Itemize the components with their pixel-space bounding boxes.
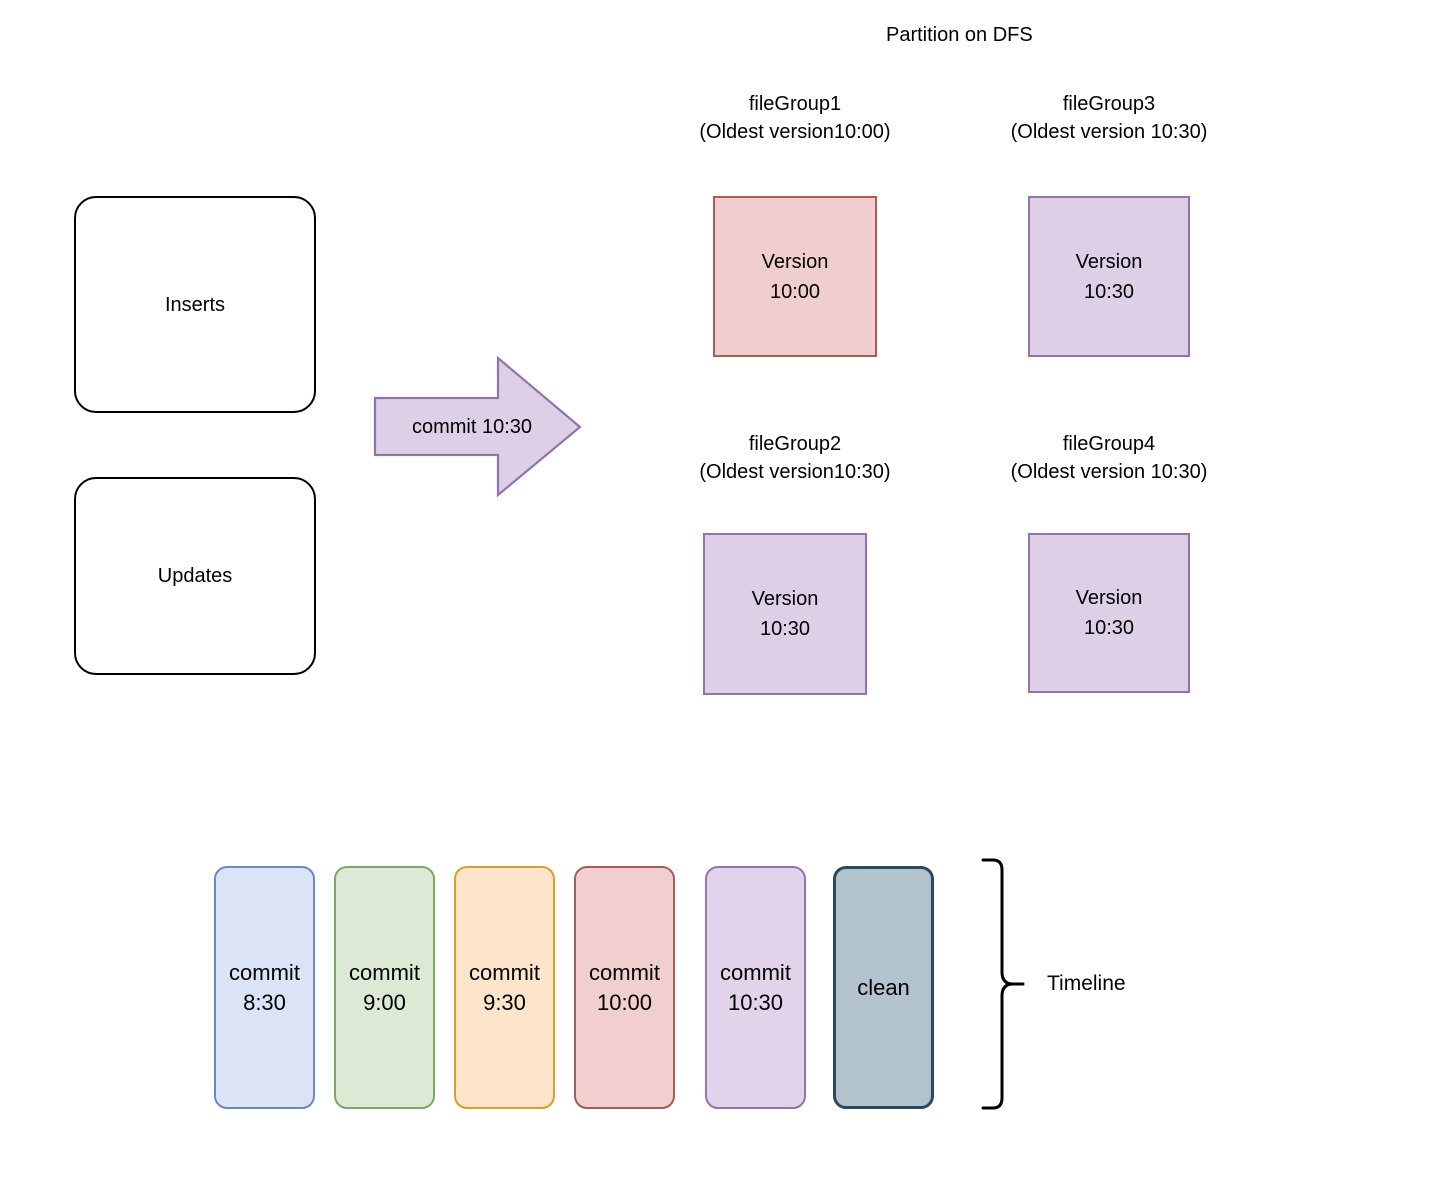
filegroup2-version-line1: Version <box>751 588 819 610</box>
filegroup2-version-box[interactable]: Version 10:30 <box>703 533 867 695</box>
filegroup3-name: fileGroup3 <box>1062 93 1156 115</box>
timeline-pill-line1: commit <box>589 959 660 985</box>
filegroup1-caption: fileGroup1 (Oldest version10:00) <box>645 90 945 146</box>
timeline-brace <box>975 848 1045 1120</box>
filegroup1-version-line2: 10:00 <box>769 280 821 303</box>
timeline-pill-line2: 10:30 <box>727 989 784 1015</box>
timeline-pill-commit-830[interactable]: commit 8:30 <box>214 866 315 1109</box>
timeline-pill-commit-900[interactable]: commit 9:00 <box>334 866 435 1109</box>
timeline-pill-line2: 10:00 <box>596 989 653 1015</box>
filegroup4-subtitle: (Oldest version 10:30) <box>1010 461 1208 483</box>
commit-arrow[interactable] <box>372 354 584 500</box>
filegroup4-name: fileGroup4 <box>1062 433 1156 455</box>
source-box-inserts[interactable]: Inserts <box>74 196 316 413</box>
filegroup1-version-line1: Version <box>761 250 829 273</box>
timeline-pill-line1: commit <box>229 959 300 985</box>
filegroup2-name: fileGroup2 <box>748 433 842 455</box>
timeline-pill-line1: commit <box>349 959 420 985</box>
timeline-pill-commit-930[interactable]: commit 9:30 <box>454 866 555 1109</box>
filegroup3-version-box[interactable]: Version 10:30 <box>1028 196 1190 357</box>
filegroup2-subtitle: (Oldest version10:30) <box>699 461 891 483</box>
filegroup3-version-line2: 10:30 <box>1083 280 1135 303</box>
timeline-pill-line1: commit <box>720 959 791 985</box>
brace-path <box>981 858 1015 1110</box>
filegroup3-caption: fileGroup3 (Oldest version 10:30) <box>959 90 1259 146</box>
timeline-pill-line2: 9:30 <box>483 989 526 1015</box>
page-title: Partition on DFS <box>886 24 1033 46</box>
timeline-pill-line1: commit <box>469 959 540 985</box>
filegroup4-caption: fileGroup4 (Oldest version 10:30) <box>959 430 1259 486</box>
filegroup4-version-line2: 10:30 <box>1083 617 1135 639</box>
timeline-pill-line2: 9:00 <box>363 989 406 1015</box>
timeline-pill-commit-1000[interactable]: commit 10:00 <box>574 866 675 1109</box>
timeline-pill-line2: 8:30 <box>243 989 286 1015</box>
filegroup4-version-line1: Version <box>1075 587 1143 609</box>
filegroup3-version-line1: Version <box>1075 250 1143 273</box>
source-box-updates-label: Updates <box>157 565 233 587</box>
filegroup1-subtitle: (Oldest version10:00) <box>699 121 891 143</box>
timeline-label: Timeline <box>1047 972 1126 995</box>
source-box-inserts-label: Inserts <box>164 293 226 316</box>
timeline-pill-clean[interactable]: clean <box>833 866 934 1109</box>
timeline-pill-commit-1030[interactable]: commit 10:30 <box>705 866 806 1109</box>
source-box-updates[interactable]: Updates <box>74 477 316 675</box>
filegroup2-version-line2: 10:30 <box>759 618 811 640</box>
filegroup2-caption: fileGroup2 (Oldest version10:30) <box>645 430 945 486</box>
filegroup4-version-box[interactable]: Version 10:30 <box>1028 533 1190 693</box>
filegroup3-subtitle: (Oldest version 10:30) <box>1010 121 1208 143</box>
filegroup1-version-box[interactable]: Version 10:00 <box>713 196 877 357</box>
filegroup1-name: fileGroup1 <box>748 93 842 115</box>
timeline-pill-line1: clean <box>857 974 910 1000</box>
arrow-shape <box>373 355 582 498</box>
